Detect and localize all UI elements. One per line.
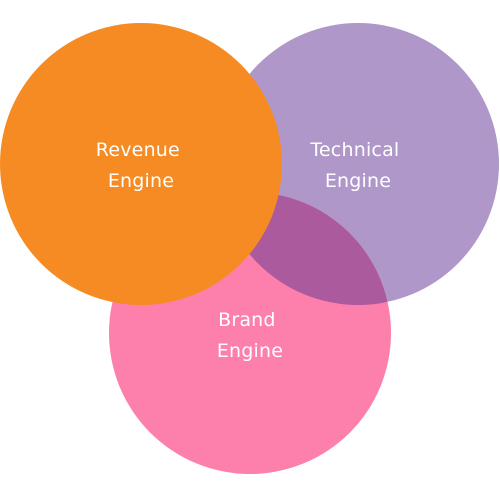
brand-technical-overlap [217,192,391,305]
revenue-engine-label: Revenue Engine [96,139,186,192]
technical-engine-label: Technical Engine [309,139,405,192]
revenue-engine-label-line-1: Revenue [96,139,180,161]
technical-engine-label-line-1: Technical [309,139,399,161]
brand-engine-label-line-1: Brand [218,309,276,331]
brand-engine-label-line-2: Engine [217,340,283,362]
revenue-engine-label-line-2: Engine [108,170,174,192]
brand-engine-label: Brand Engine [217,309,283,362]
revenue-engine-circle [0,23,282,305]
technical-engine-label-line-2: Engine [325,170,391,192]
